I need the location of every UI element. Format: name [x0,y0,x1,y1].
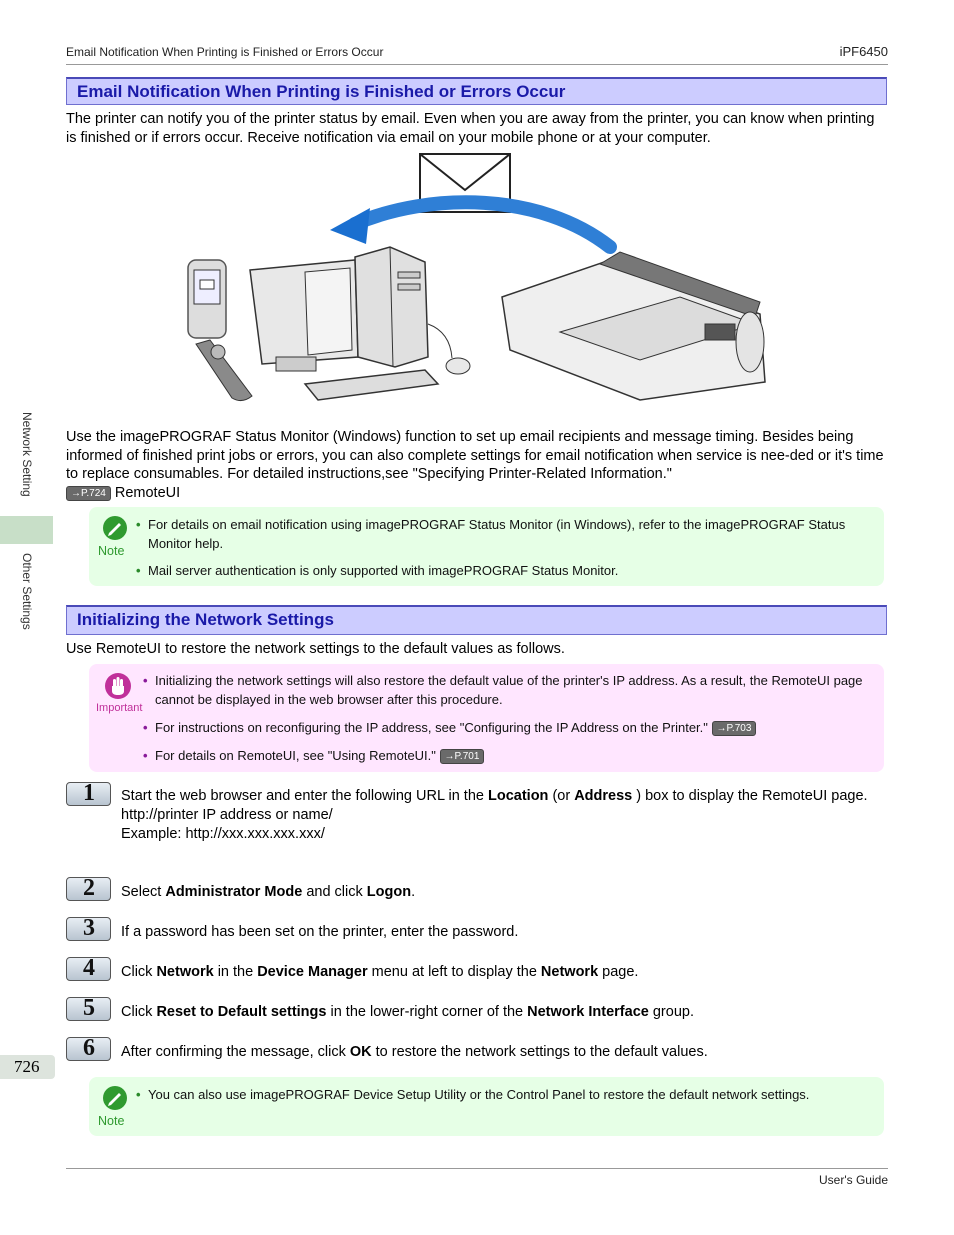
page-reference-link[interactable]: →P.703 [711,721,757,736]
running-header-title: Email Notification When Printing is Fini… [66,45,384,59]
note-label: Note [98,1114,125,1128]
step-1-text: Start the web browser and enter the foll… [121,788,868,842]
mouse-icon [427,323,471,375]
page-reference-link[interactable]: →P.724 [66,485,111,501]
keyboard-icon [303,369,440,401]
note-label: Note [98,544,125,558]
remoteui-label: RemoteUI [114,484,181,501]
note-pencil-icon [103,1086,127,1110]
important-item: •For details on RemoteUI, see "Using Rem… [143,746,867,765]
intro-paragraph: The printer can notify you of the printe… [66,111,875,146]
url-example: Example: http://xxx.xxx.xxx.xxx/ [121,826,325,842]
step-5-text: Click Reset to Default settings in the l… [121,1004,694,1020]
computer-tower-icon [354,246,429,368]
section-heading-email-notification: Email Notification When Printing is Fini… [66,77,887,105]
email-notification-illustration [187,153,766,402]
note-item: •For details on email notification using… [136,517,846,551]
computer-monitor-icon [249,259,359,372]
step-3-text: If a password has been set on the printe… [121,924,519,940]
section-heading-initializing-network: Initializing the Network Settings [66,605,887,635]
status-monitor-text: Use the imagePROGRAF Status Monitor (Win… [66,429,884,482]
model-name: iPF6450 [839,44,888,59]
important-hand-icon [105,673,131,699]
note-pencil-icon [103,516,127,540]
header-rule [66,64,888,65]
footer-rule [66,1168,888,1169]
step-number-badge: 3 [66,915,111,941]
step-2-text: Select Administrator Mode and click Logo… [121,884,416,900]
important-box: Important •Initializing the network sett… [89,664,884,772]
important-label: Important [96,702,143,714]
important-item: •For instructions on reconfiguring the I… [143,718,867,737]
status-monitor-paragraph: Use the imagePROGRAF Status Monitor (Win… [66,428,888,502]
page-number: 726 [14,1057,40,1076]
arrow-head-icon [330,208,370,244]
step-4-text: Click Network in the Device Manager menu… [121,964,639,980]
step-number-badge: 4 [66,955,111,981]
note-item: •You can also use imagePROGRAF Device Se… [136,1087,810,1102]
step-number-badge: 6 [66,1035,111,1061]
step-number-badge: 2 [66,875,111,901]
page-reference-link[interactable]: →P.701 [439,749,485,764]
sidebar-active-tab [0,516,53,544]
step-6-text: After confirming the message, click OK t… [121,1044,708,1060]
note-box-device-setup: Note •You can also use imagePROGRAF Devi… [89,1077,884,1136]
url-format: http://printer IP address or name/ [121,807,333,823]
important-item: •Initializing the network settings will … [143,673,863,707]
sidebar-tab-network-setting[interactable]: Network Setting [20,412,34,497]
large-format-printer-icon [501,251,766,401]
note-item: •Mail server authentication is only supp… [136,563,619,578]
section-title: Initializing the Network Settings [77,610,334,629]
step-number-badge: 1 [66,780,111,806]
mobile-phone-icon [187,259,253,402]
section-title: Email Notification When Printing is Fini… [77,82,566,101]
notification-arrow [348,195,617,254]
sidebar-tab-other-settings[interactable]: Other Settings [20,553,34,630]
section2-intro: Use RemoteUI to restore the network sett… [66,641,565,657]
note-box-email: Note •For details on email notification … [89,507,884,586]
footer-guide-title: User's Guide [819,1173,888,1187]
step-number-badge: 5 [66,995,111,1021]
page-number-badge: 726 [0,1055,55,1079]
